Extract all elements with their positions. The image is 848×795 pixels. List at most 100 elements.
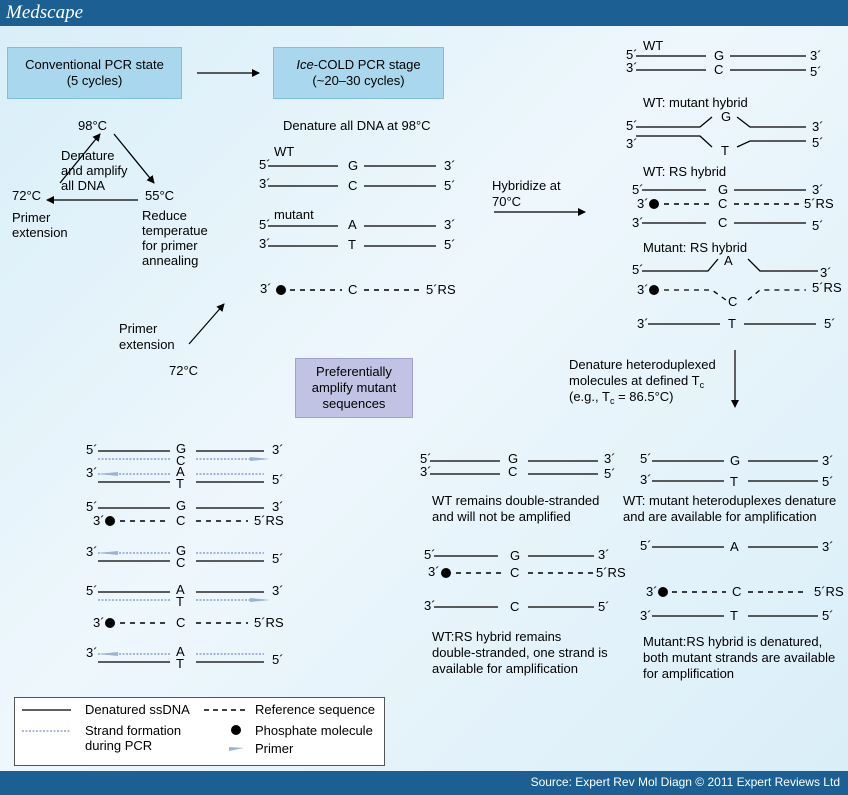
result-wtrs-l2: double-stranded, one strand is	[432, 645, 608, 660]
cycle-reduce-l3: for primer	[142, 238, 198, 253]
res-wm-g: G	[730, 453, 740, 468]
r-mr-b3: 3´	[637, 316, 649, 331]
result-wt-mut-l1: WT: mutant heteroduplexes denature	[623, 493, 836, 508]
amp1-primer	[250, 457, 270, 461]
den-l3-rest: = 86.5°C)	[614, 389, 673, 404]
denature-hetero-l2: molecules at defined Tc	[569, 373, 705, 390]
cycle-arrow-up	[59, 133, 101, 184]
cycle-center-l1: Denature	[61, 148, 114, 163]
cycle-98c: 98°C	[78, 118, 107, 133]
amp4-bot-base: C	[176, 555, 185, 570]
preferential-line3: sequences	[322, 396, 386, 411]
res-wt-b5: 5´	[604, 466, 616, 481]
amp3-dot	[105, 516, 115, 526]
res-wr-3: 3´	[598, 547, 610, 562]
r-mr-a: A	[724, 253, 733, 268]
res-mr-5: 5´	[640, 538, 652, 553]
r-mr-rs-r	[747, 289, 806, 301]
ice-box-line2: (~20–30 cycles)	[312, 73, 405, 88]
r-wm-top-r	[736, 116, 806, 128]
result-mutrs-l2: both mutant strands are available	[643, 650, 835, 665]
r-mr-dot	[649, 285, 659, 295]
amp7-bot-base: T	[176, 656, 184, 671]
r-wm-b3: 3´	[626, 136, 638, 151]
amp7-primer	[98, 652, 118, 656]
preferential-line2: amplify mutant	[311, 380, 397, 395]
right-wt-label: WT	[643, 38, 663, 53]
res-wt-g: G	[508, 451, 518, 466]
res-mr-t: T	[730, 608, 738, 623]
right-wt-rs-label: WT: RS hybrid	[643, 164, 726, 179]
r-wr-dot	[649, 199, 659, 209]
result-wt-mut-l2: and are available for amplification	[623, 509, 817, 524]
denature-hetero-l1: Denature heteroduplexed	[569, 357, 716, 372]
cycle-ext-l2: extension	[12, 225, 68, 240]
r-wm-5: 5´	[626, 118, 638, 133]
mid-mut-t: T	[348, 237, 356, 252]
footer-bar: Source: Expert Rev Mol Diagn © 2011 Expe…	[0, 771, 848, 795]
r-wr-b3: 3´	[632, 215, 644, 230]
amp2-3: 3´	[86, 465, 98, 480]
legend-denatured: Denatured ssDNA	[85, 702, 190, 717]
legend-reference: Reference sequence	[255, 702, 375, 717]
res-wr-5: 5´	[424, 547, 436, 562]
r-mr-top-r	[747, 258, 818, 272]
res-mr-b5: 5´	[822, 608, 834, 623]
amp5-bot-base: T	[176, 594, 184, 609]
r-wr-c: C	[718, 215, 727, 230]
res-wm-b5: 5´	[822, 474, 834, 489]
r-wm-top-l	[636, 116, 713, 128]
r-wm-g: G	[721, 109, 731, 124]
legend-strand-l2: during PCR	[85, 738, 152, 753]
res-wr-rs5: 5´RS	[596, 565, 626, 580]
amp5-primer	[250, 598, 270, 602]
result-mutrs-l1: Mutant:RS hybrid is denatured,	[643, 634, 822, 649]
mid-wt-c: C	[348, 178, 357, 193]
amp2-primer	[98, 472, 118, 476]
den-l2-sub: c	[700, 380, 705, 390]
arrow-primer-extension	[188, 303, 225, 345]
amp3-rs5: 5´RS	[254, 513, 284, 528]
amp4-3: 3´	[86, 544, 98, 559]
cycle-arrow-down	[113, 133, 155, 184]
res-mr-a: A	[730, 539, 739, 554]
cycle-center-l2: and amplify	[61, 163, 128, 178]
mid-mut-3: 3´	[444, 217, 456, 232]
r-mr-5: 5´	[632, 262, 644, 277]
amp3-g: G	[176, 498, 186, 513]
amp2-bot-base: T	[176, 476, 184, 491]
r-wm-3: 3´	[812, 119, 824, 134]
legend-canvas: Denatured ssDNA Strand formation during …	[22, 702, 375, 756]
r-mr-top-l	[642, 258, 719, 272]
r-mr-b5: 5´	[824, 316, 836, 331]
amp7-top-base: A	[176, 644, 185, 659]
res-wm-b3: 3´	[640, 472, 652, 487]
res-wm-5: 5´	[640, 451, 652, 466]
amp5-5: 5´	[86, 583, 98, 598]
res-wm-3: 3´	[822, 453, 834, 468]
mid-rs-c: C	[348, 282, 357, 297]
mid-mut-a: A	[348, 217, 357, 232]
hybridize-l2: 70°C	[492, 194, 521, 209]
amp5-3: 3´	[272, 583, 284, 598]
res-mr-rs5: 5´RS	[814, 584, 844, 599]
res-mr-dot	[658, 587, 668, 597]
mid-mut-b5: 5´	[444, 237, 456, 252]
cycle-reduce-l1: Reduce	[142, 208, 187, 223]
res-wt-c: C	[508, 464, 517, 479]
r-mr-t: T	[728, 316, 736, 331]
cycle-reduce-l4: annealing	[142, 253, 198, 268]
right-mut-rs-label: Mutant: RS hybrid	[643, 240, 747, 255]
amp4-top-base: G	[176, 543, 186, 558]
res-mr-b3: 3´	[640, 608, 652, 623]
mid-rs-5: 5´RS	[426, 282, 456, 297]
legend-strand-l1: Strand formation	[85, 723, 181, 738]
conventional-box-line1: Conventional PCR state	[25, 57, 164, 72]
mid-mut-b3: 3´	[259, 236, 271, 251]
amp1-top-base: G	[176, 441, 186, 456]
legend-box: Denatured ssDNA Strand formation during …	[14, 697, 385, 766]
res-mr-rs-c: C	[732, 584, 741, 599]
legend-primer-shape	[229, 747, 244, 751]
